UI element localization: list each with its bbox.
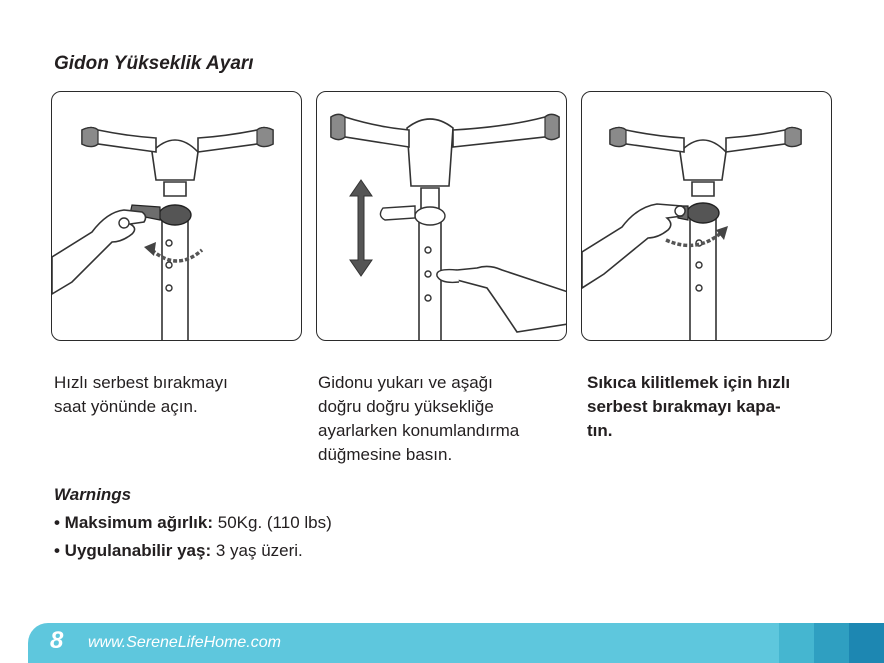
step-1-illustration: [51, 91, 302, 341]
up-down-arrow-icon: [349, 179, 373, 277]
hand: [582, 203, 686, 289]
website-link[interactable]: www.SereneLifeHome.com: [88, 634, 281, 651]
adjustment-holes: [695, 239, 703, 292]
warning-item-max-weight: • Maksimum ağırlık: 50Kg. (110 lbs): [54, 513, 332, 532]
footer-color-block: [779, 623, 814, 663]
left-grip: [81, 126, 99, 148]
page-number: 8: [50, 627, 64, 654]
warning-item-age: • Uygulanabilir yaş: 3 yaş üzeri.: [54, 541, 303, 560]
right-grip: [784, 126, 802, 148]
hand: [451, 265, 566, 333]
quick-release-lever: [379, 205, 416, 221]
step-3-illustration: [581, 91, 832, 341]
step-2-illustration: [316, 91, 567, 341]
step-1-caption: Hızlı serbest bırakmayı saat yönünde açı…: [54, 373, 228, 416]
left-grip: [330, 113, 346, 141]
warnings-list: • Maksimum ağırlık: 50Kg. (110 lbs) • Uy…: [54, 512, 332, 568]
quick-release-clamp: [414, 206, 446, 226]
quick-release-clamp: [158, 204, 192, 226]
quick-release-clamp: [686, 202, 720, 224]
scooter-handlebar: [609, 126, 802, 340]
step-2-caption: Gidonu yukarı ve aşağı doğru doğru yükse…: [318, 373, 520, 464]
left-grip: [609, 126, 627, 148]
hand: [52, 209, 147, 295]
right-grip: [544, 113, 560, 141]
footer-color-block: [814, 623, 849, 663]
rotate-arrow-icon: [150, 248, 204, 263]
step-3-caption: Sıkıca kilitlemek için hızlı serbest bır…: [587, 373, 791, 440]
footer-color-block: [849, 623, 884, 663]
warnings-heading: Warnings: [54, 485, 132, 504]
footer-bar: [28, 623, 884, 663]
page-title: Gidon Yükseklik Ayarı: [54, 53, 254, 74]
right-grip: [256, 126, 274, 148]
scooter-handlebar: [81, 126, 274, 340]
rotate-arrow-icon: [665, 230, 724, 248]
adjustment-holes: [424, 246, 432, 302]
footer: 8 www.SereneLifeHome.com: [0, 623, 884, 663]
adjustment-holes: [165, 239, 173, 292]
